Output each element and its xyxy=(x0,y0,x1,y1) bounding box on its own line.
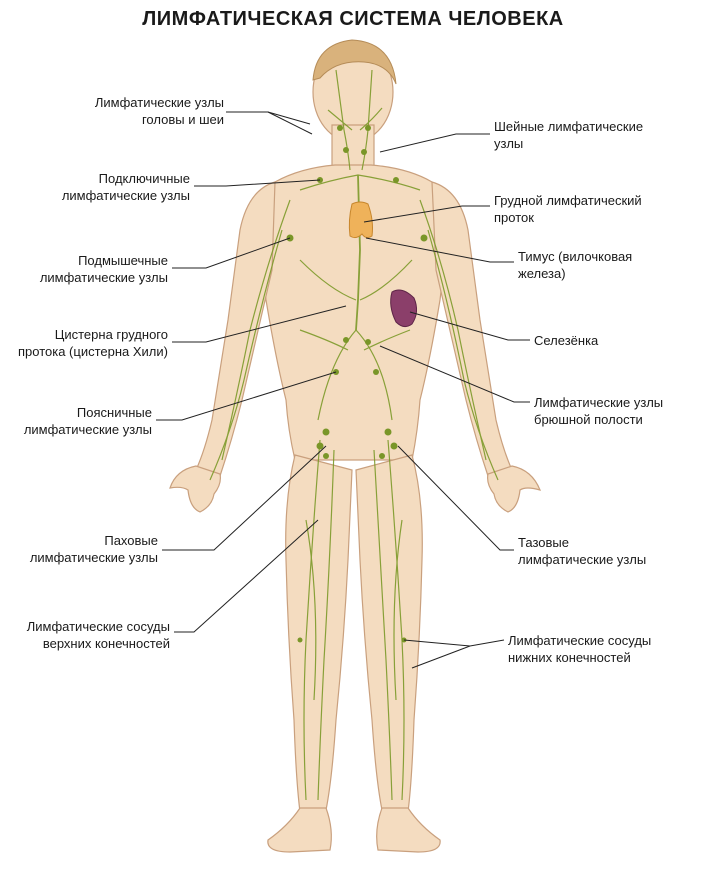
page-title: ЛИМФАТИЧЕСКАЯ СИСТЕМА ЧЕЛОВЕКА xyxy=(142,8,564,30)
label-inguinal-nodes: Паховые лимфатические узлы xyxy=(29,533,158,565)
label-cisterna-chyli: Цистерна грудного протока (цистерна Хили… xyxy=(17,327,168,359)
lymph-nodes xyxy=(286,125,428,643)
body-silhouette xyxy=(169,41,542,853)
label-subclavian-nodes: Подключичные лимфатические узлы xyxy=(61,171,190,203)
label-cervical-nodes: Шейные лимфатические узлы xyxy=(494,119,644,151)
leader-lines xyxy=(156,111,530,669)
label-spleen: Селезёнка xyxy=(534,333,599,348)
label-upper-limb-vessels: Лимфатические сосуды верхних конечностей xyxy=(26,619,170,651)
thymus xyxy=(348,201,373,239)
label-lower-limb-vessels: Лимфатические сосуды нижних конечностей xyxy=(508,633,652,665)
label-abdominal-nodes: Лимфатические узлы брюшной полости xyxy=(534,395,664,427)
label-thoracic-duct: Грудной лимфатический проток xyxy=(494,193,642,225)
label-lumbar-nodes: Поясничные лимфатические узлы xyxy=(23,405,152,437)
spleen xyxy=(390,289,418,328)
lymph-vessels xyxy=(209,69,499,801)
label-head-neck-nodes: Лимфатические узлы головы и шеи xyxy=(94,95,224,127)
hair xyxy=(312,39,397,85)
label-axillary-nodes: Подмышечные лимфатические узлы xyxy=(39,253,168,285)
label-thymus: Тимус (вилочковая железа) xyxy=(518,249,633,281)
label-pelvic-nodes: Тазовые лимфатические узлы xyxy=(518,535,647,567)
